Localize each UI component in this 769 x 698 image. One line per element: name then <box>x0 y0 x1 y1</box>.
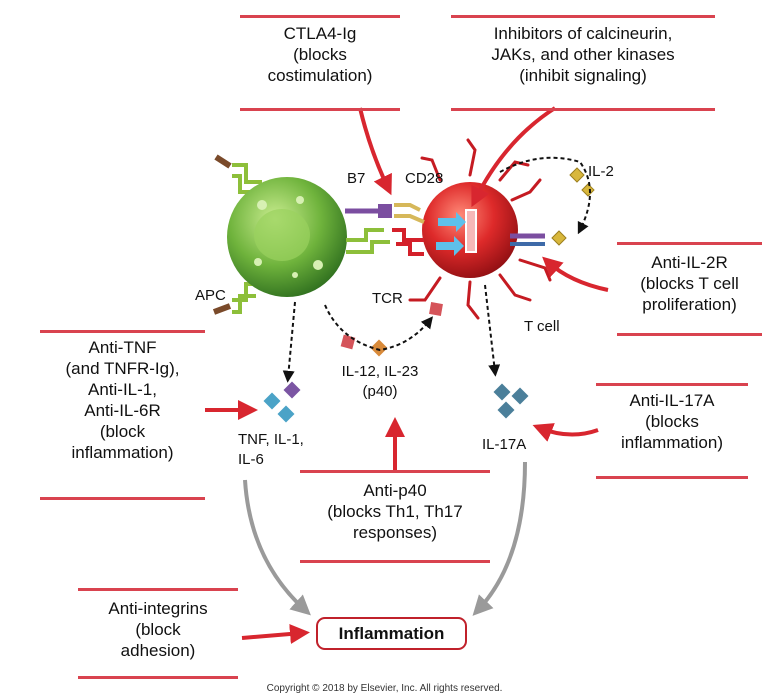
integrin-top-bar <box>78 588 238 591</box>
red-arrows <box>205 106 609 644</box>
tnf-out-line2: IL-6 <box>238 451 264 468</box>
p40-line1: Anti-p40 <box>363 481 427 500</box>
il2-cytokines <box>551 167 595 246</box>
tnf-box: Anti-TNF (and TNFR-Ig), Anti-IL-1, Anti-… <box>40 337 205 463</box>
p40-bottom-bar <box>300 560 490 563</box>
p40-line2: (blocks Th1, Th17 <box>327 502 463 521</box>
kinase-bottom-bar <box>451 108 715 111</box>
il2-receptor <box>510 233 545 246</box>
apc-label: APC <box>195 287 226 304</box>
p40-line3: responses) <box>352 523 438 542</box>
kinase-box: Inhibitors of calcineurin, JAKs, and oth… <box>451 23 715 86</box>
b7-cd28 <box>345 203 425 224</box>
tcr-label: TCR <box>372 290 403 307</box>
integrin-box: Anti-integrins (block adhesion) <box>78 598 238 661</box>
integrin-bottom-bar <box>78 676 238 679</box>
il2r-box: Anti-IL-2R (blocks T cell proliferation) <box>617 252 762 315</box>
il2r-line2: (blocks T cell <box>640 274 739 293</box>
ctla4-line2: (blocks <box>293 45 347 64</box>
il12-cytokines <box>340 302 443 357</box>
apc-cell <box>227 177 347 297</box>
il17a-bottom-bar <box>596 476 748 479</box>
il2r-line1: Anti-IL-2R <box>651 253 728 272</box>
mhc-tcr <box>346 228 424 256</box>
ctla4-top-bar <box>240 15 400 18</box>
il2-label: IL-2 <box>588 163 614 180</box>
apc-receptors <box>212 154 262 315</box>
tnf-line1: Anti-TNF <box>88 338 157 357</box>
tnf-line2: (and TNFR-Ig), <box>65 359 180 378</box>
il12-line2: (p40) <box>362 383 398 400</box>
integrin-line2: (block <box>135 620 181 639</box>
p40-box: Anti-p40 (blocks Th1, Th17 responses) <box>300 480 490 543</box>
il17a-line3: inflammation) <box>620 433 724 452</box>
tnf-line6: inflammation) <box>71 443 174 462</box>
il17a-box: Anti-IL-17A (blocks inflammation) <box>596 390 748 453</box>
kinase-line3: (inhibit signaling) <box>519 66 647 85</box>
copyright-text: Copyright © 2018 by Elsevier, Inc. All r… <box>266 683 503 694</box>
kinase-top-bar <box>451 15 715 18</box>
tnf-line5: (block <box>99 422 146 441</box>
tnf-cytokines <box>263 381 301 423</box>
ctla4-line1: CTLA4-Ig <box>283 24 357 43</box>
tnf-bottom-bar <box>40 497 205 500</box>
dashed-arrows <box>282 156 591 383</box>
tnf-line3: Anti-IL-1, <box>88 380 157 399</box>
il12-label: IL-12, IL-23 (p40) <box>325 362 435 402</box>
gray-arrows <box>243 461 527 616</box>
tcell-label: T cell <box>524 318 560 335</box>
ctla4-line3: costimulation) <box>267 66 373 85</box>
tcell <box>422 182 518 278</box>
b7-label: B7 <box>347 170 366 187</box>
il17-out-label: IL-17A <box>482 436 527 453</box>
kinase-line1: Inhibitors of calcineurin, <box>493 24 673 43</box>
ctla4-box: CTLA4-Ig (blocks costimulation) <box>240 23 400 86</box>
ctla4-bottom-bar <box>240 108 400 111</box>
inflammation-box: Inflammation <box>316 617 467 650</box>
il17a-line2: (blocks <box>645 412 699 431</box>
tnf-out-line1: TNF, IL-1, <box>238 431 304 448</box>
tnf-out-label: TNF, IL-1, IL-6 <box>238 430 304 470</box>
cd28-label: CD28 <box>405 170 444 187</box>
kinase-target-bar <box>465 209 477 253</box>
il17-cytokines <box>493 383 529 419</box>
il2r-top-bar <box>617 242 762 245</box>
p40-top-bar <box>300 470 490 473</box>
tcell-signal-arrows <box>436 212 466 256</box>
il12-line1: IL-12, IL-23 <box>341 363 419 380</box>
tcell-dendrites <box>408 138 552 320</box>
il17a-line1: Anti-IL-17A <box>629 391 715 410</box>
il2r-bottom-bar <box>617 333 762 336</box>
il17a-top-bar <box>596 383 748 386</box>
kinase-line2: JAKs, and other kinases <box>491 45 675 64</box>
il2r-line3: proliferation) <box>642 295 737 314</box>
integrin-line1: Anti-integrins <box>108 599 208 618</box>
tnf-line4: Anti-IL-6R <box>84 401 161 420</box>
tnf-top-bar <box>40 330 205 333</box>
integrin-line3: adhesion) <box>120 641 196 660</box>
